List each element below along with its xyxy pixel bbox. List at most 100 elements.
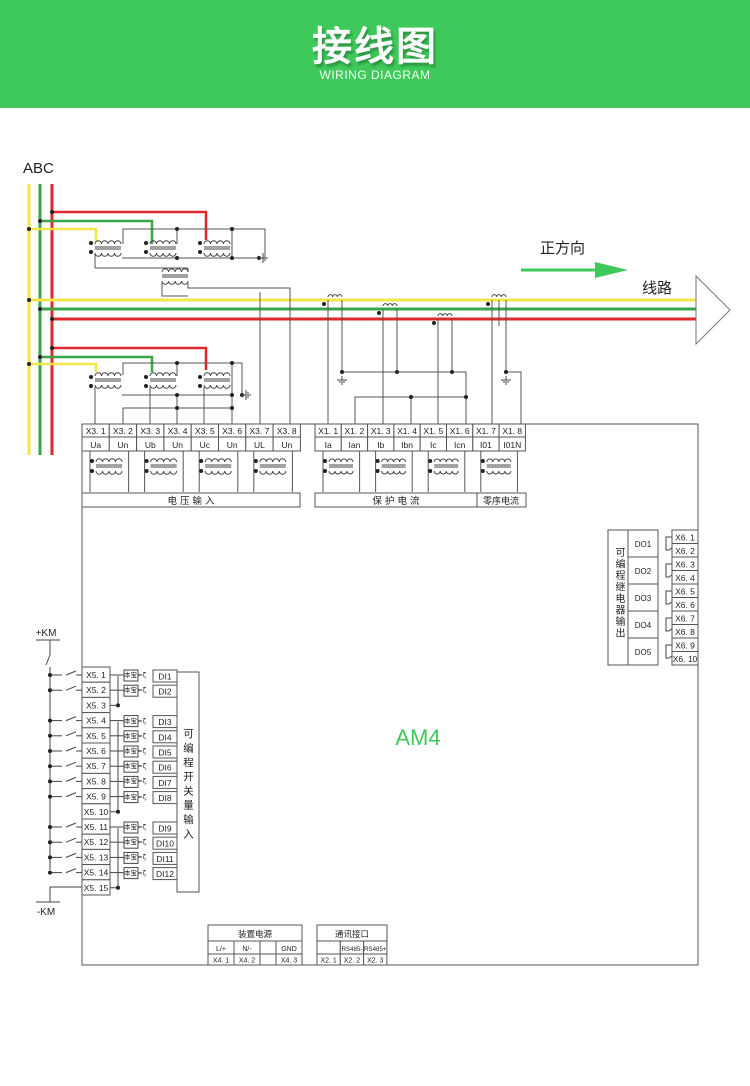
- optocoupler-icon: [123, 745, 139, 758]
- relay-terminal: [671, 651, 699, 666]
- power-supply-name: GND: [281, 946, 297, 953]
- power-supply-cell: [259, 940, 277, 955]
- comm-port-terminal-id: X2. 2: [344, 958, 360, 965]
- zero-seq-label-box: [476, 492, 527, 508]
- di-input-label: DI12: [156, 869, 174, 879]
- switch-icon: [65, 716, 77, 722]
- optocoupler-symbol: 本宝≈ζ: [124, 731, 146, 740]
- di-terminal-label: X5. 4: [86, 716, 106, 726]
- plus-km-label: +KM: [36, 628, 57, 639]
- voltage-terminal-id-label: X3. 2: [113, 426, 133, 436]
- relay-contact-icon: [665, 536, 674, 551]
- di-terminal-label: X5. 15: [84, 883, 109, 893]
- relay-terminal-label: X6. 4: [675, 573, 695, 583]
- current-terminal-id-label: X1. 5: [423, 426, 443, 436]
- line-label: 线路: [642, 279, 672, 297]
- voltage-input-label: 电 压 输 入: [167, 495, 215, 507]
- optocoupler-symbol: 本宝≈ζ: [124, 716, 146, 725]
- optocoupler-icon: [123, 669, 139, 682]
- di-input-label: DI10: [156, 839, 174, 849]
- di-terminal-label: X5. 6: [86, 746, 106, 756]
- relay-name: DO3: [635, 594, 652, 603]
- relay-terminal-label: X6. 7: [675, 614, 695, 624]
- voltage-terminal-name: [272, 436, 301, 452]
- relay-name: DO2: [635, 567, 652, 576]
- optocoupler-symbol: 本宝≈ζ: [124, 747, 146, 755]
- di-input-label: DI4: [158, 732, 172, 742]
- switch-icon: [65, 670, 77, 676]
- optocoupler-symbol: 本宝≈ζ: [124, 762, 146, 771]
- power-supply-name: L/+: [216, 946, 226, 953]
- line-arrow-icon: [695, 274, 731, 346]
- current-terminal-id-label: X1. 8: [502, 426, 522, 436]
- comm-port-terminal: [363, 953, 388, 966]
- relay-name: DO5: [635, 648, 652, 657]
- relay-name: DO1: [635, 540, 652, 549]
- power-supply-terminal-id: X4. 3: [281, 958, 297, 965]
- switch-icon: [65, 852, 77, 858]
- di-terminal-label: X5. 10: [84, 807, 109, 817]
- voltage-terminal-id-label: X3. 1: [86, 426, 106, 436]
- di-terminal-label: X5. 1: [86, 670, 106, 680]
- di-terminal-label: X5. 14: [84, 868, 109, 878]
- switch-icon: [65, 822, 77, 828]
- current-terminal-name-label: Icn: [454, 440, 466, 450]
- current-terminal-id-label: X1. 4: [397, 426, 417, 436]
- switch-icon: [65, 776, 77, 782]
- di-input-label: DI9: [158, 824, 172, 834]
- zero-seq-current-label: 零序电流: [483, 495, 519, 507]
- voltage-terminal-name-label: Ub: [145, 440, 156, 450]
- relay-terminal-label: X6. 9: [675, 641, 695, 651]
- switch-icon: [65, 746, 77, 752]
- current-terminal-name-label: I01: [480, 440, 492, 450]
- optocoupler-icon: [123, 791, 139, 804]
- current-terminal-id-label: X1. 2: [345, 426, 365, 436]
- di-terminal-label: X5. 5: [86, 731, 106, 741]
- optocoupler-icon: [123, 684, 139, 697]
- power-supply-terminal: [259, 953, 277, 966]
- switch-icon: [65, 792, 77, 798]
- power-supply-label: 装置电源: [238, 929, 273, 940]
- di-terminal-label: X5. 13: [84, 852, 109, 862]
- relay-contact-icon: [665, 644, 674, 659]
- di-terminal-label: X5. 8: [86, 776, 106, 786]
- di-terminal-label: X5. 9: [86, 792, 106, 802]
- direction-label: 正方向: [540, 239, 585, 257]
- voltage-terminal-id-label: X3. 4: [168, 426, 188, 436]
- di-terminal-label: X5. 2: [86, 685, 106, 695]
- relay-contact-icon: [665, 590, 674, 605]
- relay-terminal-label: X6. 10: [673, 654, 698, 664]
- voltage-terminal-id-label: X3. 3: [140, 426, 160, 436]
- current-terminal-id-label: X1. 6: [450, 426, 470, 436]
- di-input-label: DI2: [158, 687, 172, 697]
- optocoupler-symbol: 本宝≈ζ: [124, 792, 146, 801]
- voltage-terminal-name-label: Un: [118, 440, 129, 450]
- power-supply-terminal-id: X4. 2: [239, 958, 255, 965]
- digital-input-label: 可编程开关量输入: [182, 728, 194, 843]
- di-input-label: DI1: [158, 672, 172, 682]
- optocoupler-symbol: 本宝≈ζ: [124, 823, 146, 831]
- comm-port-name: RS485+: [364, 946, 387, 953]
- voltage-terminal-name-label: Ua: [90, 440, 101, 450]
- phase-label: ABC: [23, 160, 54, 177]
- header-banner: 接线图 WIRING DIAGRAM: [0, 0, 750, 108]
- current-terminal-name-label: Ibn: [401, 440, 413, 450]
- switch-icon: [65, 837, 77, 843]
- relay-output-label: 可编程继电器输出: [613, 547, 624, 639]
- junction-dots: [89, 227, 508, 473]
- di-input-label: DI11: [156, 854, 174, 864]
- power-supply-name: N/-: [242, 946, 252, 953]
- voltage-terminal-id-label: X3. 8: [277, 426, 297, 436]
- phase-buses: [27, 184, 54, 455]
- relay-contact-icon: [665, 617, 674, 632]
- di-input-label: DI6: [158, 763, 172, 773]
- power-supply-terminal-id: X4. 1: [213, 958, 229, 965]
- relay-contact-icon: [665, 563, 674, 578]
- power-supply-block: 装置电源 L/+ X4. 1 N/- X4. 2 GND X4. 3: [207, 924, 303, 966]
- optocoupler-icon: [123, 836, 139, 849]
- optocoupler-symbol: 本宝≈ζ: [124, 853, 146, 862]
